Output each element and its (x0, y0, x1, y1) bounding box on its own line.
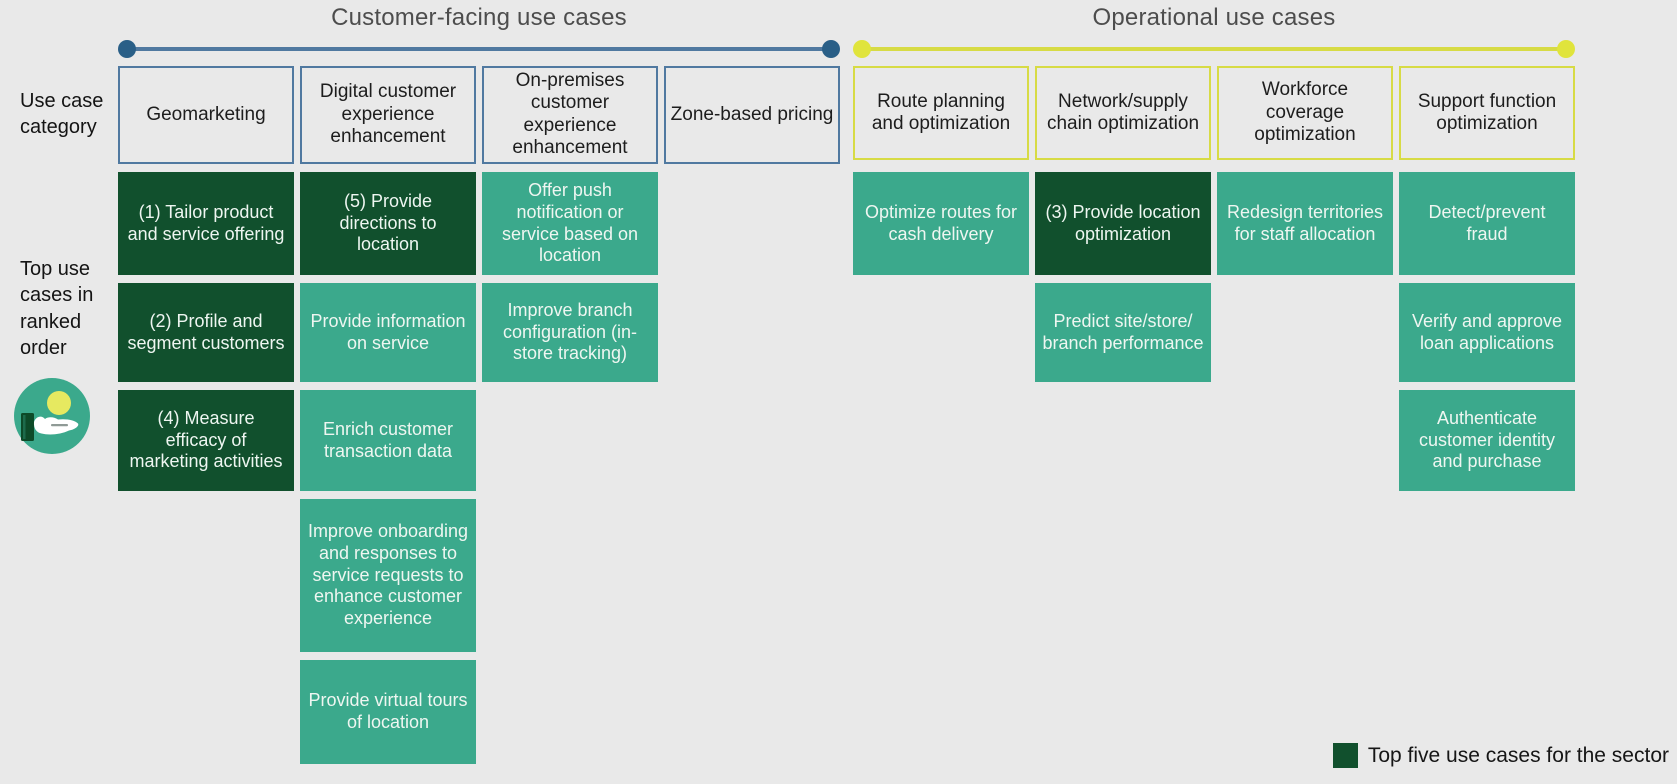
use-case-cell: (1) Tailor product and service offering (118, 172, 294, 275)
column-header: Support function optimization (1399, 66, 1575, 160)
use-case-cell: (4) Measure efficacy of marketing activi… (118, 390, 294, 491)
columns: (1) Tailor product and service offering(… (118, 172, 840, 764)
use-case-cell: Redesign territories for staff allocatio… (1217, 172, 1393, 275)
use-case-cell: Verify and approve loan applications (1399, 283, 1575, 382)
group-bracket (853, 40, 1575, 58)
use-case-column: Redesign territories for staff allocatio… (1217, 172, 1393, 275)
use-case-cell: Enrich customer transaction data (300, 390, 476, 491)
column-header: Geomarketing (118, 66, 294, 164)
column-header: On-premises customer experience enhancem… (482, 66, 658, 164)
bracket-line (861, 47, 1567, 51)
use-case-cell: Authenticate customer identity and purch… (1399, 390, 1575, 491)
use-case-cell: (2) Profile and segment customers (118, 283, 294, 382)
use-case-category-label: Use case category (20, 90, 104, 139)
column-header: Zone-based pricing (664, 66, 840, 164)
use-case-cell: Offer push notification or service based… (482, 172, 658, 275)
hand-offering-coin-icon (12, 376, 92, 456)
use-case-cell: Predict site/store/ branch performance (1035, 283, 1211, 382)
use-case-cell: (5) Provide directions to location (300, 172, 476, 275)
use-case-cell: Improve onboarding and responses to serv… (300, 499, 476, 652)
use-case-column: (1) Tailor product and service offering(… (118, 172, 294, 491)
column-header: Route planning and optimization (853, 66, 1029, 160)
use-case-column: Offer push notification or service based… (482, 172, 658, 382)
use-case-cell: Provide information on service (300, 283, 476, 382)
bracket-end-dot (1557, 40, 1575, 58)
bracket-start-dot (853, 40, 871, 58)
use-case-cell: Detect/prevent fraud (1399, 172, 1575, 275)
legend: Top five use cases for the sector (1332, 743, 1669, 768)
use-case-cell: Improve branch configuration (in-store t… (482, 283, 658, 382)
hand-offering-coin-graphic (14, 378, 90, 454)
column-header: Network/supply chain optimization (1035, 66, 1211, 160)
columns: Optimize routes for cash delivery(3) Pro… (853, 172, 1575, 491)
use-case-cell: Provide virtual tours of location (300, 660, 476, 764)
legend-label: Top five use cases for the sector (1367, 743, 1669, 767)
bracket-end-dot (822, 40, 840, 58)
top-use-cases-label: Top use cases in ranked order (20, 258, 94, 360)
legend-swatch-top-five (1332, 743, 1358, 768)
column-header: Digital customer experience enhancement (300, 66, 476, 164)
group-bracket (118, 40, 840, 58)
bracket-start-dot (118, 40, 136, 58)
use-case-cell: (3) Provide location optimization (1035, 172, 1211, 275)
group-title: Operational use cases (1092, 4, 1336, 31)
column-header: Workforce coverage optimization (1217, 66, 1393, 160)
use-case-cell: Optimize routes for cash delivery (853, 172, 1029, 275)
use-case-column: Optimize routes for cash delivery (853, 172, 1029, 275)
group-title: Customer-facing use cases (331, 4, 627, 31)
bracket-line (126, 47, 832, 51)
